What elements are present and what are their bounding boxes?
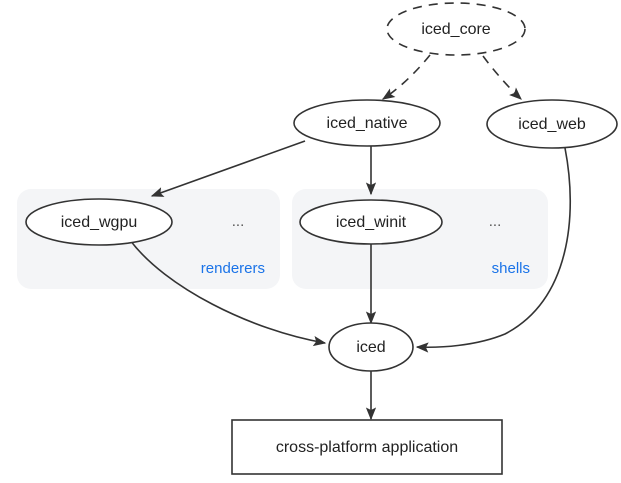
node-iced-web-shape[interactable] [486,99,618,149]
node-iced-core-shape[interactable] [386,2,526,56]
edge-iced_core-to-iced_web [482,55,522,100]
node-iced-web-label: iced_web [518,116,586,133]
node-iced-core[interactable]: iced_core [386,2,526,56]
node-iced-winit[interactable]: iced_winit [299,199,443,245]
node-iced-core-label: iced_core [421,21,490,38]
renderers-ellipsis: ... [232,213,245,230]
edge-iced_core-to-iced_native [381,54,431,100]
node-iced-label: iced [356,339,385,356]
node-iced-winit-label: iced_winit [336,214,407,231]
node-iced-wgpu[interactable]: iced_wgpu [25,198,173,246]
node-iced-native-label: iced_native [327,115,408,132]
edge-layer [129,54,572,421]
node-iced-wgpu-label: iced_wgpu [61,214,138,231]
edge-iced_wgpu-to-iced [129,239,327,347]
node-application-shape[interactable] [231,419,503,475]
shells-ellipsis: ... [489,213,502,230]
node-iced-native-shape[interactable] [293,99,441,147]
cluster-renderers-label: renderers [201,260,265,277]
cluster-shells-label: shells [492,260,530,277]
node-iced-wgpu-shape[interactable] [25,198,173,246]
node-iced[interactable]: iced [328,322,414,372]
node-iced-native[interactable]: iced_native [293,99,441,147]
node-application-label: cross-platform application [276,439,458,456]
edge-iced_native-to-iced_wgpu [150,140,306,197]
node-cross-platform-application[interactable]: cross-platform application [231,419,503,475]
edge-iced_web-to-iced [415,147,572,353]
node-iced-shape[interactable] [328,322,414,372]
node-iced-web[interactable]: iced_web [486,99,618,149]
node-iced-winit-shape[interactable] [299,199,443,245]
